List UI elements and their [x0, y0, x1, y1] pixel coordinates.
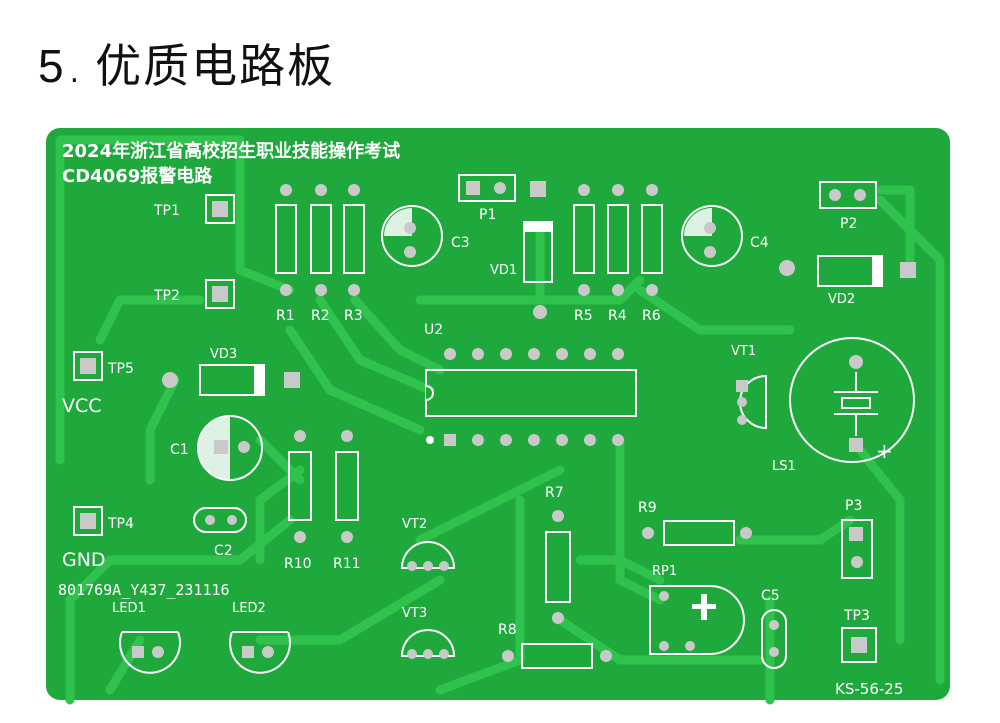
pcb-traces: [55, 135, 945, 705]
capacitor-c1: C1: [170, 415, 263, 481]
capacitor-c4: C4: [681, 205, 769, 267]
heading-number: 5: [38, 40, 66, 92]
label-r4: R4: [608, 308, 627, 324]
label-vd3: VD3: [210, 347, 237, 362]
label-r10: R10: [284, 556, 312, 572]
resistor-r6: R6: [641, 184, 663, 324]
ic-u2: U2: [424, 322, 637, 446]
label-r2: R2: [311, 308, 330, 324]
resistor-r8: R8: [498, 622, 612, 669]
label-vd2: VD2: [828, 292, 855, 307]
resistor-r10: R10: [284, 430, 312, 572]
heading-title: 优质电路板: [95, 39, 336, 93]
label-r3: R3: [344, 308, 363, 324]
resistor-r3: R3: [343, 184, 365, 324]
diode-vd2: VD2: [817, 255, 883, 307]
diode-vd3: VD3: [162, 347, 300, 396]
resistor-r1: R1: [275, 184, 297, 324]
led-led2: LED2: [229, 601, 291, 674]
label-vd1: VD1: [490, 263, 517, 278]
via-pad: [779, 260, 795, 276]
label-led2: LED2: [232, 601, 266, 616]
page-heading: 5. 优质电路板: [38, 30, 335, 96]
label-r6: R6: [642, 308, 661, 324]
label-c2: C2: [214, 543, 233, 559]
test-point-tp2: TP2: [153, 279, 235, 309]
label-p1: P1: [479, 207, 496, 223]
label-c5: C5: [761, 588, 780, 604]
transistor-vt1: VT1: [731, 344, 767, 430]
label-vcc: VCC: [62, 395, 102, 417]
transistor-vt3: VT3: [400, 606, 456, 659]
label-r11: R11: [333, 556, 361, 572]
label-plus: +: [876, 439, 893, 463]
resistor-r7: R7: [545, 485, 571, 624]
label-r5: R5: [574, 308, 593, 324]
label-gnd: GND: [62, 549, 106, 571]
label-tp4: TP4: [107, 516, 134, 532]
connector-p1: P1: [458, 174, 516, 223]
test-point-tp4: TP4 GND: [62, 506, 134, 571]
led-led1: LED1: [112, 601, 181, 674]
label-c3: C3: [451, 235, 470, 251]
label-r7: R7: [545, 485, 564, 501]
capacitor-c5: C5: [761, 588, 787, 669]
connector-p3: P3: [841, 498, 873, 579]
resistor-r9: R9: [638, 500, 752, 546]
resistor-r5: R5: [573, 184, 595, 324]
label-vt3: VT3: [402, 606, 427, 621]
label-c1: C1: [170, 442, 189, 458]
test-point-tp5: TP5 VCC: [62, 351, 134, 417]
label-tp5: TP5: [107, 361, 134, 377]
board-title-line2: CD4069报警电路: [62, 165, 213, 187]
via-pad: [530, 181, 546, 197]
resistor-r11: R11: [333, 430, 361, 572]
board-title-line1: 2024年浙江省高校招生职业技能操作考试: [62, 140, 400, 162]
label-p3: P3: [845, 498, 862, 514]
label-c4: C4: [750, 235, 769, 251]
label-r1: R1: [276, 308, 295, 324]
potentiometer-rp1: RP1: [649, 564, 745, 655]
label-p2: P2: [840, 216, 857, 232]
connector-p2: P2: [819, 181, 877, 232]
label-rp1: RP1: [652, 564, 677, 579]
label-tp2: TP2: [153, 288, 180, 304]
resistor-r4: R4: [607, 184, 629, 324]
board-serial: 801769A_Y437_231116: [58, 581, 230, 599]
capacitor-c3: C3: [381, 205, 470, 267]
via-pad: [900, 262, 916, 278]
label-tp1: TP1: [153, 203, 180, 219]
label-vt1: VT1: [731, 344, 756, 359]
pcb-substrate: [46, 128, 950, 700]
label-r9: R9: [638, 500, 657, 516]
label-vt2: VT2: [402, 517, 427, 532]
heading-dot: .: [69, 55, 82, 90]
label-r8: R8: [498, 622, 517, 638]
resistor-r2: R2: [310, 184, 332, 324]
label-ls1: LS1: [772, 459, 796, 474]
buzzer-ls1: + LS1: [772, 337, 915, 474]
transistor-vt2: VT2: [400, 517, 456, 571]
label-tp3: TP3: [843, 608, 870, 624]
test-point-tp1: TP1: [153, 194, 235, 224]
board-code: KS-56-25: [835, 680, 903, 698]
test-point-tp3: TP3: [841, 608, 877, 663]
label-led1: LED1: [112, 601, 146, 616]
label-u2: U2: [424, 322, 443, 338]
diode-vd1: VD1: [490, 221, 553, 319]
capacitor-c2: C2: [193, 507, 247, 559]
